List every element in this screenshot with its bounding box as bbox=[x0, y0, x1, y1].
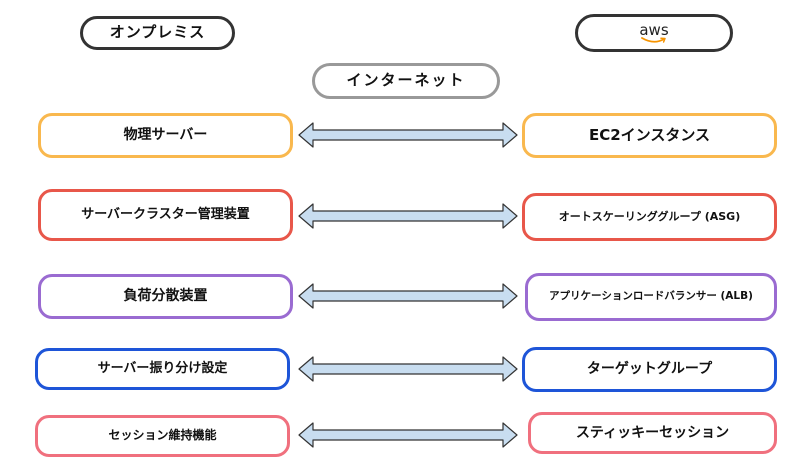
right-box-sticky-session: スティッキーセッション bbox=[528, 412, 777, 454]
left-box-label: 負荷分散装置 bbox=[123, 288, 208, 305]
right-box-target-group: ターゲットグループ bbox=[522, 347, 777, 392]
right-box-label: EC2インスタンス bbox=[588, 125, 711, 144]
double-arrow-row2 bbox=[298, 203, 518, 229]
right-box-label: スティッキーセッション bbox=[575, 424, 730, 441]
double-arrow-row5 bbox=[298, 422, 518, 448]
internet-header-label: インターネット bbox=[346, 71, 466, 90]
right-box-label: アプリケーションロードバランサー (ALB) bbox=[549, 290, 753, 303]
aws-header: aws bbox=[575, 14, 733, 52]
onprem-header: オンプレミス bbox=[80, 16, 235, 50]
aws-logo: aws bbox=[639, 20, 669, 44]
left-box-label: サーバー振り分け設定 bbox=[97, 360, 228, 376]
right-box-alb: アプリケーションロードバランサー (ALB) bbox=[525, 273, 777, 321]
double-arrow-row1 bbox=[298, 122, 518, 148]
onprem-header-label: オンプレミス bbox=[109, 23, 206, 42]
double-arrow-row4 bbox=[298, 356, 518, 382]
internet-header: インターネット bbox=[312, 63, 500, 99]
double-arrow-row3 bbox=[298, 283, 518, 309]
right-box-label: ターゲットグループ bbox=[586, 361, 713, 378]
left-box-label: 物理サーバー bbox=[123, 127, 208, 144]
aws-smile-icon bbox=[641, 36, 666, 43]
left-box-physical-server: 物理サーバー bbox=[38, 113, 293, 158]
right-box-asg: オートスケーリンググループ (ASG) bbox=[522, 193, 777, 241]
aws-logo-text: aws bbox=[639, 20, 669, 39]
left-box-routing-config: サーバー振り分け設定 bbox=[35, 348, 290, 390]
right-box-ec2-instance: EC2インスタンス bbox=[522, 113, 777, 158]
left-box-label: サーバークラスター管理装置 bbox=[81, 206, 250, 222]
left-box-label: セッション維持機能 bbox=[108, 428, 217, 443]
left-box-load-balancer: 負荷分散装置 bbox=[38, 274, 293, 319]
right-box-label: オートスケーリンググループ (ASG) bbox=[558, 209, 741, 223]
left-box-session-persistence: セッション維持機能 bbox=[35, 415, 290, 457]
left-box-cluster-manager: サーバークラスター管理装置 bbox=[38, 189, 293, 241]
